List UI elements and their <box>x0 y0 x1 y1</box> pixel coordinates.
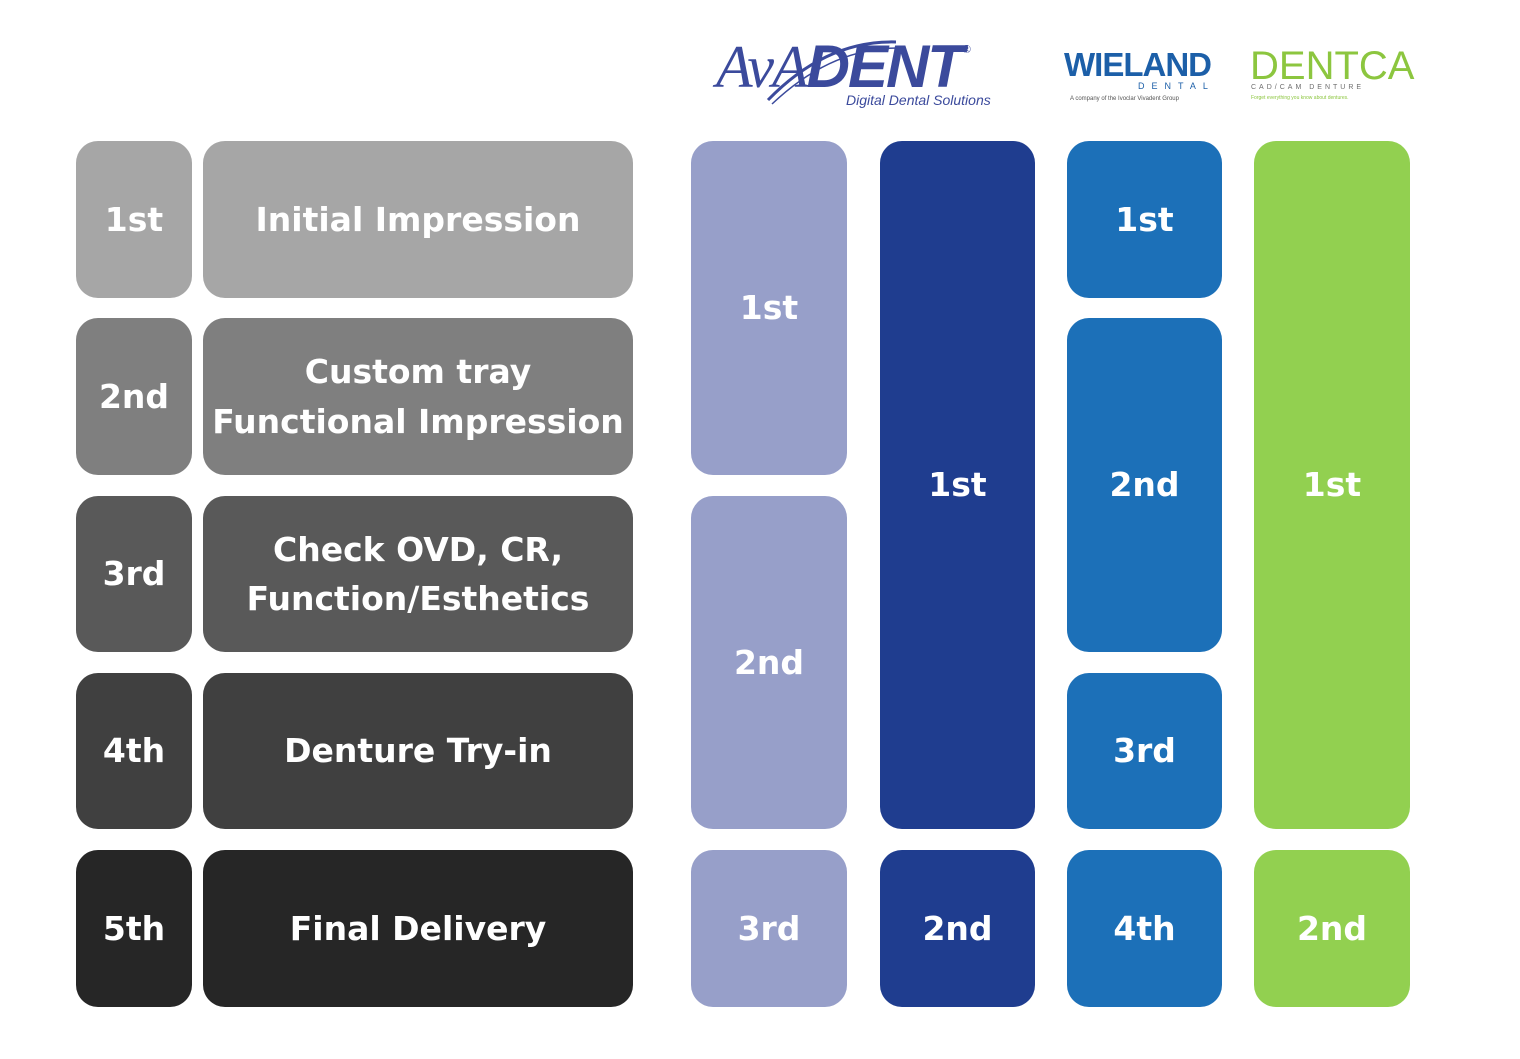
wieland-logo: WIELAND DENTAL A company of the Ivoclar … <box>1064 46 1224 108</box>
step-1-number: 1st <box>76 141 192 298</box>
step-4-label: Denture Try-in <box>203 673 633 829</box>
wieland-visit-2: 2nd <box>1067 318 1222 652</box>
wieland-sub: DENTAL <box>1138 81 1215 91</box>
wieland-tagline: A company of the Ivoclar Vivadent Group <box>1070 96 1179 102</box>
dentca-sub: CAD/CAM DENTURE <box>1251 84 1365 91</box>
avadent-light-visit-3: 3rd <box>691 850 847 1007</box>
avadent-light-visit-2: 2nd <box>691 496 847 829</box>
step-3-label: Check OVD, CR, Function/Esthetics <box>203 496 633 652</box>
wieland-visit-1: 1st <box>1067 141 1222 298</box>
wieland-visit-4: 4th <box>1067 850 1222 1007</box>
avadent-dark-visit-2: 2nd <box>880 850 1035 1007</box>
avadent-dark-visit-1: 1st <box>880 141 1035 829</box>
dentca-logo: DENTCA CAD/CAM DENTURE Forget everything… <box>1250 44 1430 106</box>
avadent-name-prefix: AvA <box>716 34 809 100</box>
wieland-visit-3: 3rd <box>1067 673 1222 829</box>
step-5-number: 5th <box>76 850 192 1007</box>
avadent-registered-mark: ® <box>961 42 971 56</box>
dentca-visit-2: 2nd <box>1254 850 1410 1007</box>
wieland-name: WIELAND <box>1064 46 1212 83</box>
avadent-swoosh-icon <box>766 40 899 105</box>
step-3-number: 3rd <box>76 496 192 652</box>
step-1-label: Initial Impression <box>203 141 633 298</box>
avadent-name-suffix: DENT <box>806 33 964 100</box>
dentca-visit-1: 1st <box>1254 141 1410 829</box>
dentca-name: DENTCA <box>1250 44 1415 88</box>
step-4-number: 4th <box>76 673 192 829</box>
step-5-label: Final Delivery <box>203 850 633 1007</box>
dentca-tagline: Forget everything you know about denture… <box>1251 95 1349 101</box>
avadent-logo: AvADENT® Digital Dental Solutions <box>716 30 1026 114</box>
avadent-tagline: Digital Dental Solutions <box>846 92 991 108</box>
avadent-light-visit-1: 1st <box>691 141 847 475</box>
step-2-label: Custom tray Functional Impression <box>203 318 633 475</box>
step-2-number: 2nd <box>76 318 192 475</box>
